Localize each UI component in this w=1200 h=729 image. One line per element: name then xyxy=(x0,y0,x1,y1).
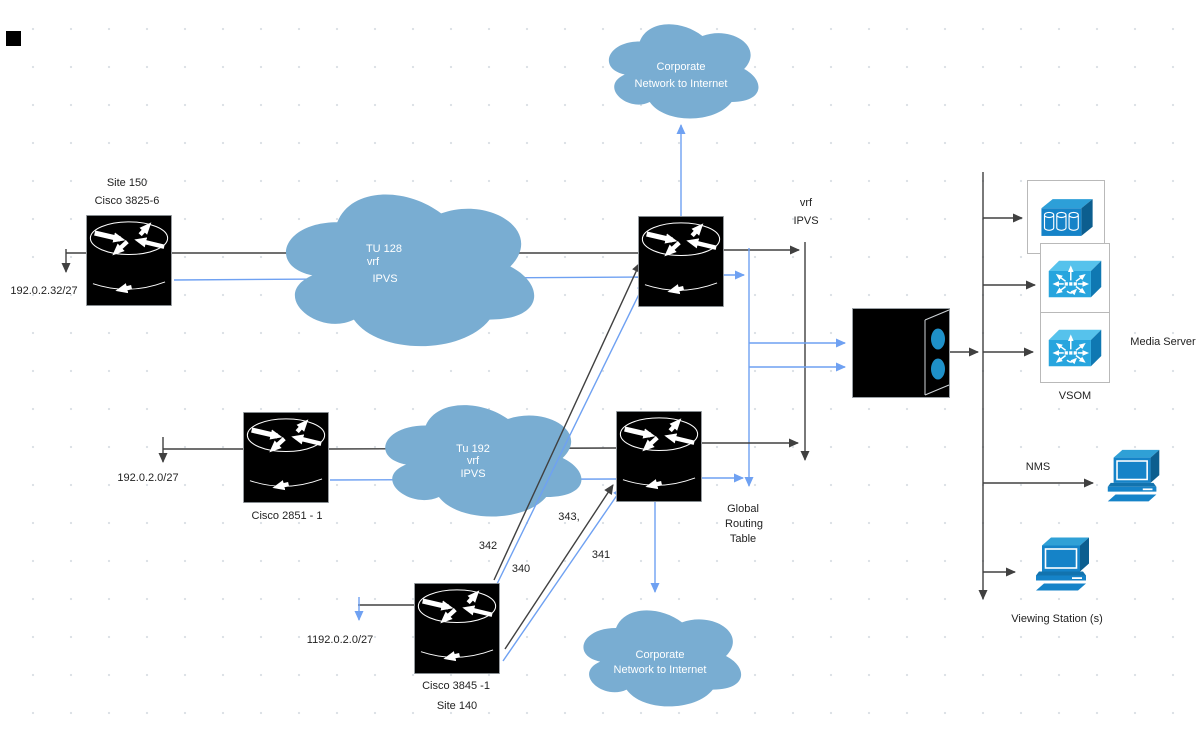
workstation-icon xyxy=(1100,448,1170,510)
cloud-tu192-ipvs: IPVS xyxy=(460,468,486,480)
vrf-label-line2: IPVS xyxy=(793,215,819,227)
global-routing-table-line1: Global xyxy=(727,503,759,515)
router-headend-bottom xyxy=(616,411,702,502)
site140-label: Site 140 xyxy=(436,700,478,712)
router-headend-top xyxy=(638,216,724,307)
corporate-cloud-top-line2: Network to Internet xyxy=(634,78,728,90)
corner-black-square xyxy=(6,31,21,46)
cisco3845-subnet-label: 1192.0.2.0/27 xyxy=(306,634,374,646)
cisco2851-label: Cisco 2851 - 1 xyxy=(251,510,323,522)
cloud-tu192 xyxy=(371,393,590,523)
site150-model-label: Cisco 3825-6 xyxy=(94,195,160,207)
cloud-icon xyxy=(268,178,545,355)
workstation-icon xyxy=(1028,536,1100,599)
cloud-tu192-name: Tu 192 xyxy=(456,443,490,455)
storage-server-icon xyxy=(1035,196,1097,239)
cloud-tu192-vrf: vrf xyxy=(466,455,480,467)
router-icon xyxy=(616,411,702,502)
global-routing-table-line2: Routing xyxy=(725,518,763,530)
nms-workstation xyxy=(1100,448,1170,510)
switch-chassis xyxy=(852,308,950,398)
viewing-station-label: Viewing Station (s) xyxy=(1011,613,1103,625)
cisco3845-label: Cisco 3845 -1 xyxy=(422,680,490,692)
media-server-icon xyxy=(1045,256,1105,301)
site150-label: Site 150 xyxy=(106,177,148,189)
tunnel-341-label: 341 xyxy=(591,549,611,561)
media-server-box-2 xyxy=(1040,312,1110,383)
tunnel-342-label: 342 xyxy=(478,540,498,552)
cloud-tu128-vrf: vrf xyxy=(366,256,380,268)
tunnel-340-label: 340 xyxy=(511,563,531,575)
media-server-label: Media Server xyxy=(1130,336,1196,348)
viewing-station-workstation xyxy=(1028,536,1100,599)
corporate-cloud-bottom-line1: Corporate xyxy=(635,649,685,661)
router-icon xyxy=(638,216,724,307)
corporate-cloud-top-line1: Corporate xyxy=(656,61,706,73)
tunnel-343-label: 343, xyxy=(558,511,580,523)
nms-label: NMS xyxy=(1025,461,1051,473)
router-cisco3845 xyxy=(414,583,500,674)
site150-subnet-label: 192.0.2.32/27 xyxy=(10,285,78,297)
vrf-label-line1: vrf xyxy=(799,197,813,209)
global-routing-table-line3: Table xyxy=(729,533,757,545)
router-site150 xyxy=(86,215,172,306)
media-server-icon xyxy=(1045,325,1105,370)
router-icon xyxy=(86,215,172,306)
vsom-label: VSOM xyxy=(1058,390,1092,402)
cloud-tu128-name: TU 128 xyxy=(365,243,403,255)
cloud-tu128-ipvs: IPVS xyxy=(372,273,398,285)
cloud-tu128 xyxy=(268,178,545,355)
router-icon xyxy=(243,412,329,503)
cisco2851-subnet-label: 192.0.2.0/27 xyxy=(117,472,179,484)
media-server-box-1 xyxy=(1040,243,1110,314)
cloud-icon xyxy=(371,393,590,523)
switch-chassis-icon xyxy=(852,308,950,398)
router-cisco2851 xyxy=(243,412,329,503)
router-icon xyxy=(414,583,500,674)
corporate-cloud-bottom-line2: Network to Internet xyxy=(613,664,707,676)
